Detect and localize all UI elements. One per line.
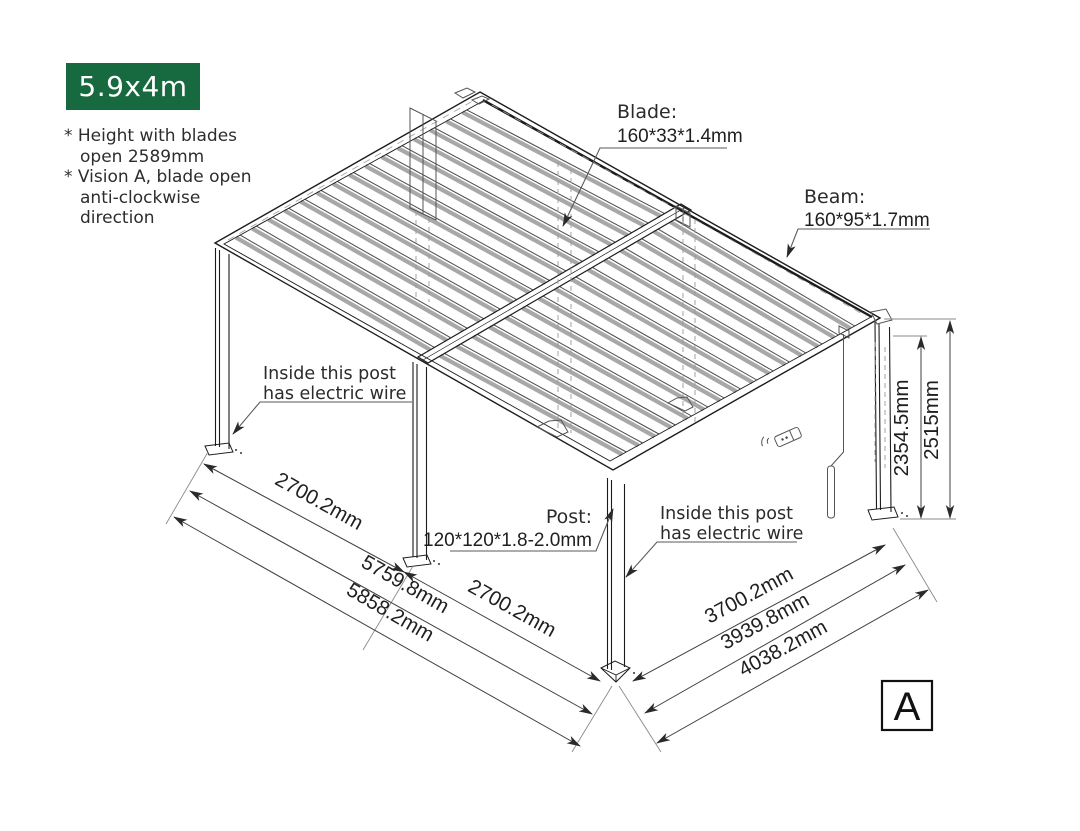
hidden-wire-lines [557, 162, 886, 468]
wire-center-line1: Inside this post [660, 504, 793, 524]
blade-clip [666, 396, 694, 412]
dim-height-to-beam: 2354.5mm [890, 380, 913, 477]
blade-callout-title: Blade: [617, 101, 677, 123]
note-line: open 2589mm [80, 146, 205, 167]
notes-block: * Height with blades open 2589mm * Visio… [64, 126, 252, 229]
remote-control [761, 426, 802, 448]
dim-left-span-1: 2700.2mm [271, 468, 367, 535]
middle-beam [416, 203, 693, 364]
beam-callout-spec: 160*95*1.7mm [804, 210, 930, 231]
post-callout: Post: 120*120*1.8-2.0mm [423, 506, 592, 551]
note-line: anti-clockwise [80, 187, 201, 208]
wire-left-line2: has electric wire [263, 384, 406, 404]
apex-joint [453, 87, 491, 105]
louver-section-right [439, 219, 855, 457]
right-corner-joint [870, 308, 893, 325]
post-callout-title: Post: [546, 506, 592, 528]
note-line: * Height with blades [64, 126, 238, 146]
note-line: * Vision A, blade open [64, 167, 252, 187]
crank-handle [827, 325, 850, 519]
wire-callout-center: Inside this post has electric wire [660, 504, 803, 544]
wire-callout-left: Inside this post has electric wire [263, 364, 406, 404]
callout-leaders [232, 147, 930, 578]
blade-clip [535, 419, 569, 438]
post-left-rear [204, 248, 242, 456]
beam-callout-title: Beam: [804, 186, 865, 208]
dim-height-total: 2515mm [920, 380, 943, 460]
post-callout-spec: 120*120*1.8-2.0mm [423, 530, 592, 551]
blade-callout: Blade: 160*33*1.4mm [617, 101, 743, 147]
motor-unit [409, 107, 437, 302]
louvered-roof [213, 87, 893, 471]
view-marker-box: A [880, 679, 934, 732]
post-front-center [600, 478, 640, 683]
wire-left-line1: Inside this post [263, 364, 396, 384]
wire-center-line2: has electric wire [660, 524, 803, 544]
blade-callout-spec: 160*33*1.4mm [617, 126, 743, 147]
louver-section-left [234, 109, 665, 352]
beam-callout: Beam: 160*95*1.7mm [804, 186, 930, 231]
note-line: direction [80, 208, 155, 228]
view-marker-label: A [894, 685, 921, 729]
dimension-lines [173, 320, 955, 747]
size-badge: 5.9x4m [66, 63, 200, 110]
